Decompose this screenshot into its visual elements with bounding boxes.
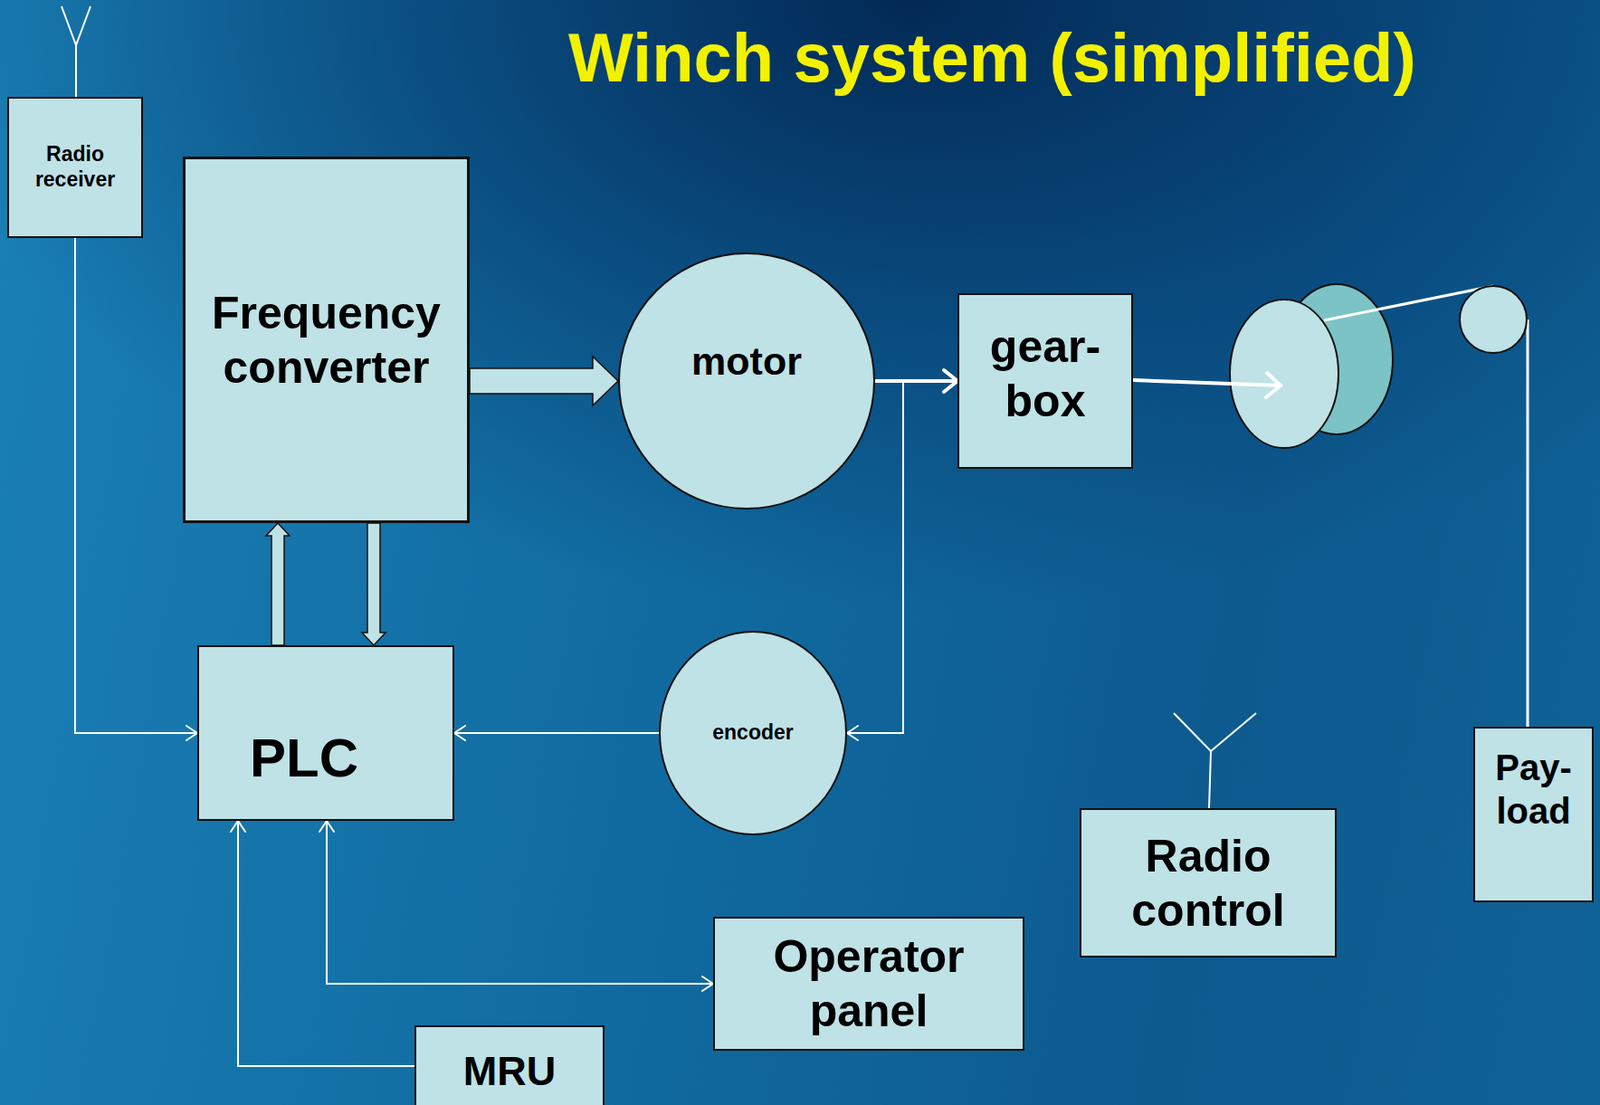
mru-box: MRU — [414, 1025, 605, 1105]
block-arrow — [469, 356, 619, 406]
rope — [1323, 285, 1528, 727]
encoder-circle: encoder — [658, 630, 848, 836]
node-label: MRU — [423, 1047, 596, 1096]
signal-line — [454, 732, 659, 734]
node-label: Pay- load — [1482, 745, 1585, 833]
circle-fill — [659, 631, 847, 835]
node-label: motor — [625, 338, 868, 386]
motor-circle: motor — [618, 252, 876, 510]
radio-control-box: Radio control — [1079, 808, 1337, 958]
node-label: gear- box — [966, 319, 1124, 429]
panel-box: Operator panel — [713, 916, 1025, 1051]
node-label: PLC — [249, 725, 359, 791]
connector — [75, 238, 198, 741]
gearbox-box: gear- box — [957, 293, 1134, 469]
connector — [361, 523, 386, 646]
node-label: encoder — [666, 720, 840, 746]
receiver-box: Radio receiver — [7, 96, 143, 239]
block-arrow — [266, 523, 290, 646]
node-label: Frequency converter — [192, 285, 460, 395]
node-label: Operator panel — [722, 929, 1016, 1039]
arrow-head — [454, 725, 466, 741]
arrow-head — [230, 820, 246, 832]
shaft-arrow — [1133, 372, 1281, 398]
sheave-symbol — [1459, 285, 1527, 353]
connector — [469, 356, 619, 406]
payload-box: Pay- load — [1473, 726, 1594, 903]
arrow-head — [943, 370, 958, 392]
converter-box: Frequency converter — [182, 156, 470, 524]
connector — [454, 725, 659, 741]
plc-box: PLC — [197, 645, 455, 821]
connector — [319, 820, 714, 991]
signal-line — [326, 820, 714, 984]
arrow-head — [186, 725, 198, 741]
block-arrow — [361, 523, 386, 646]
antenna-symbol — [61, 6, 91, 97]
arrow-head — [702, 976, 714, 991]
drum-symbol — [1229, 284, 1393, 448]
connector — [230, 820, 415, 1067]
diagram-title: Winch system (simplified) — [568, 19, 1417, 96]
antenna-symbol — [1173, 713, 1257, 809]
circle-fill — [619, 253, 875, 509]
arrow-head — [847, 725, 858, 741]
arrow-head — [319, 820, 334, 832]
connector — [266, 523, 290, 646]
node-label: Radio control — [1088, 828, 1328, 938]
node-label: Radio receiver — [16, 142, 134, 192]
signal-line — [75, 238, 198, 734]
